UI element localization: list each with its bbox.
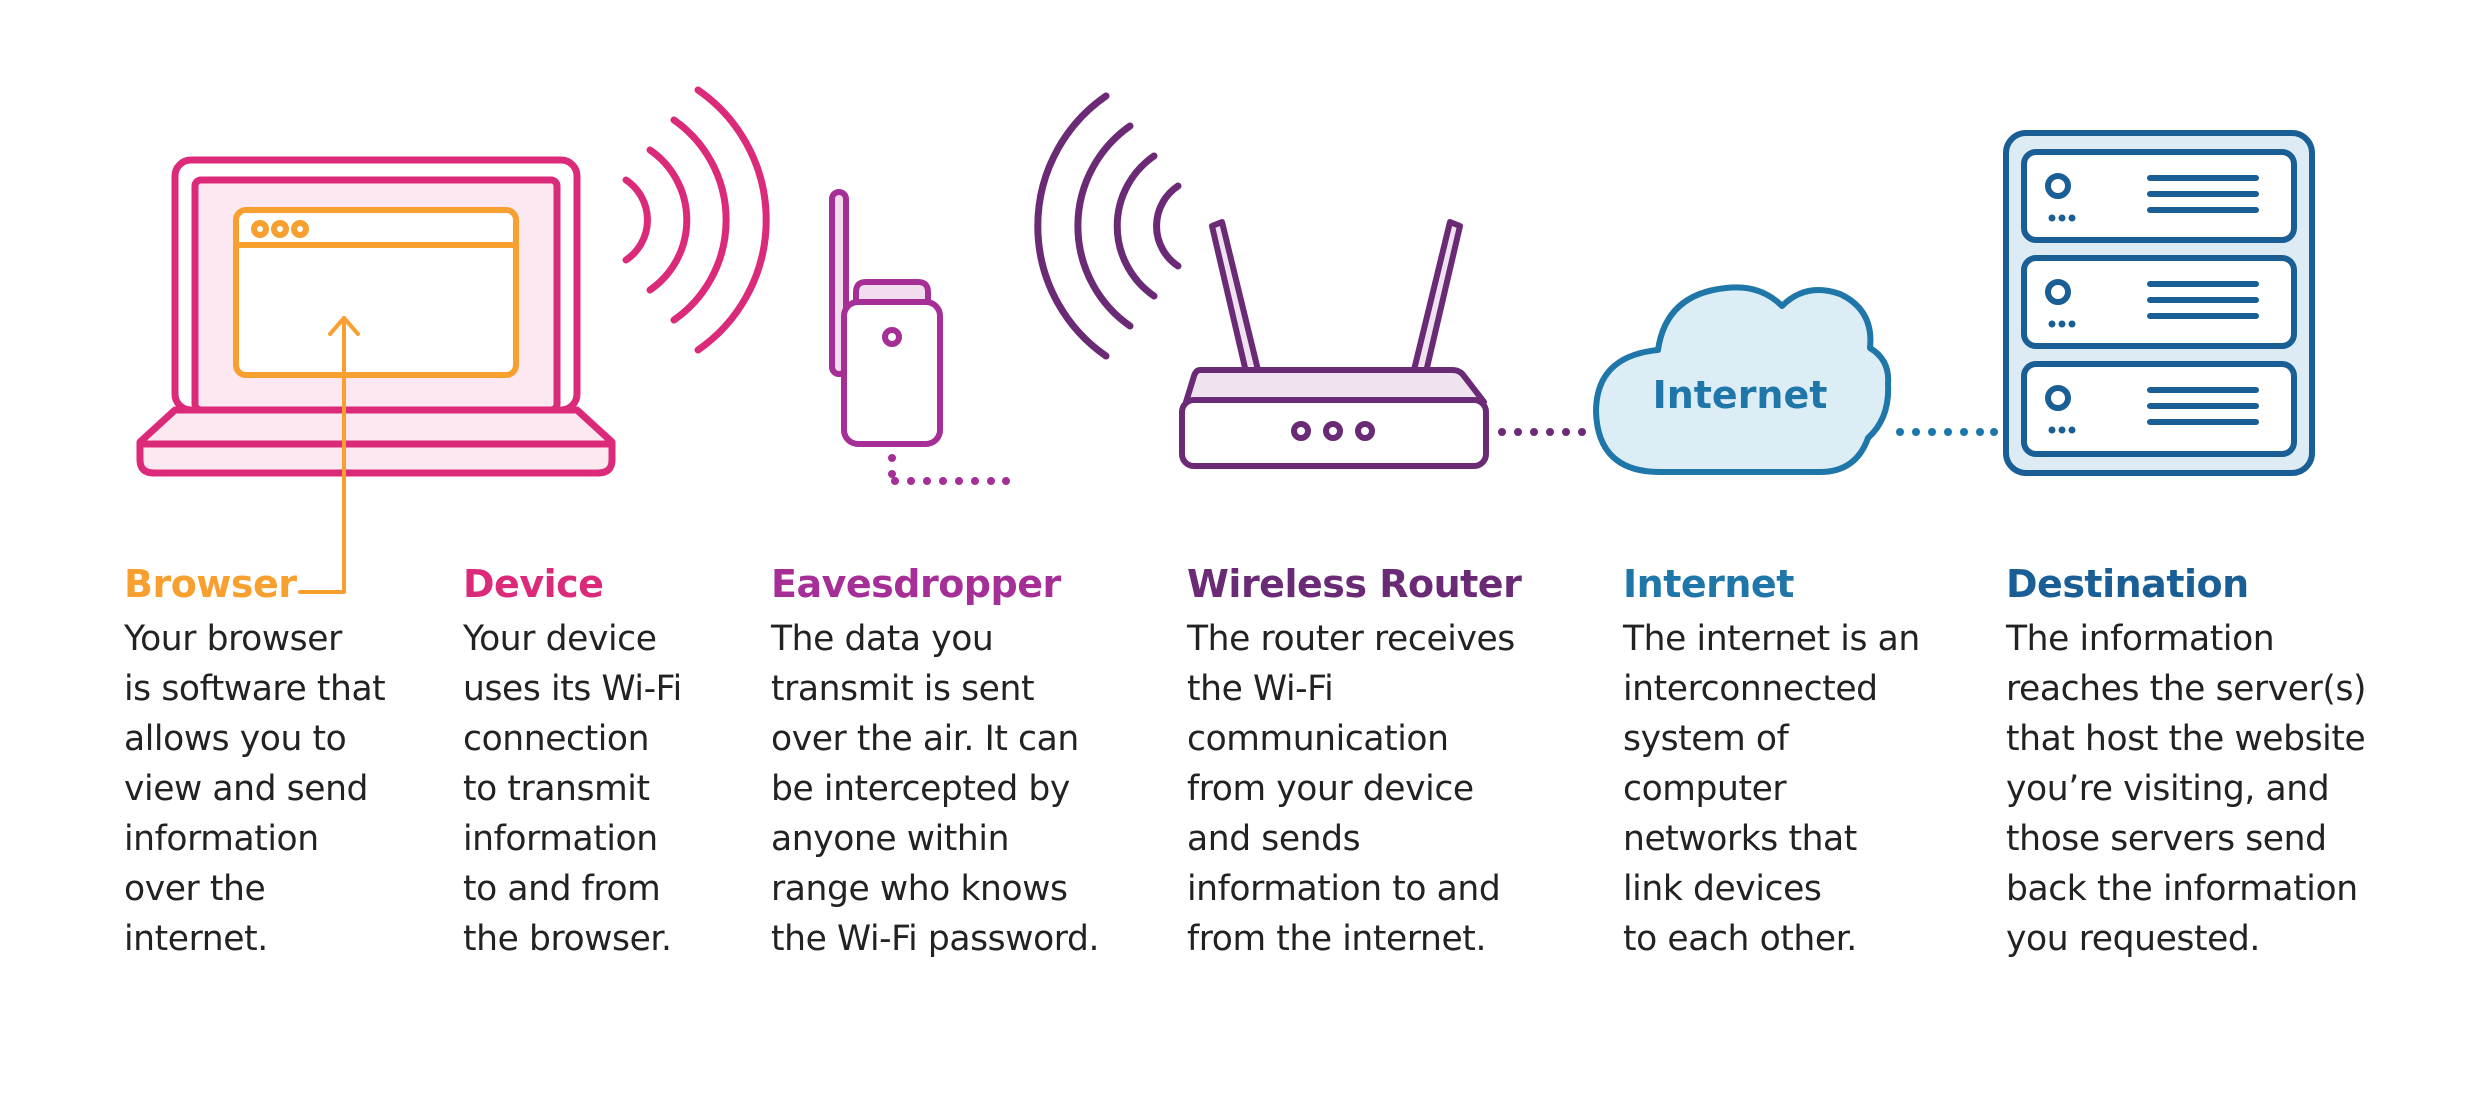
description-line: computer [1623, 769, 1787, 809]
router-internet-dotted-line [1498, 428, 1586, 436]
description-line: view and send [124, 769, 369, 809]
description-line: Your browser [124, 619, 342, 659]
eavesdropper-dotted-line [888, 454, 1010, 485]
description-line: reaches the server(s) [2006, 669, 2367, 709]
wireless-router-icon [1179, 219, 1489, 469]
description-line: to each other. [1623, 919, 1857, 959]
wifi-extender-icon [829, 189, 943, 447]
description-line: is software that [124, 669, 386, 709]
description-line: connection [463, 719, 650, 759]
description-destination: The information reaches the server(s) th… [2006, 614, 2366, 964]
description-line: allows you to [124, 719, 347, 759]
heading-destination: Destination [2006, 562, 2249, 606]
description-line: that host the website [2006, 719, 2366, 759]
description-line: The data you [771, 619, 994, 659]
server-indicator-dots [2048, 214, 2076, 434]
description-line: system of [1623, 719, 1789, 759]
device-wifi-waves-icon [622, 86, 770, 354]
description-line: Your device [463, 619, 657, 659]
column-browser: Browser Your browser is software that al… [124, 558, 386, 964]
cloud-label: Internet [1653, 373, 1828, 417]
description-line: from your device [1187, 769, 1474, 809]
description-line: The internet is an [1623, 619, 1920, 659]
description-line: transmit is sent [771, 669, 1035, 709]
description-line: over the air. It can [771, 719, 1079, 759]
column-eavesdropper: Eavesdropper The data you transmit is se… [771, 558, 1099, 964]
description-line: the Wi-Fi password. [771, 919, 1100, 959]
description-line: to transmit [463, 769, 650, 809]
description-line: The information [2006, 619, 2275, 659]
description-line: information [463, 819, 658, 859]
description-line: those servers send [2006, 819, 2327, 859]
column-internet: Internet The internet is an interconnect… [1623, 558, 1920, 964]
description-line: networks that [1623, 819, 1857, 859]
description-line: anyone within [771, 819, 1010, 859]
description-router: The router receives the Wi-Fi communicat… [1187, 614, 1521, 964]
description-line: uses its Wi-Fi [463, 669, 682, 709]
description-line: communication [1187, 719, 1449, 759]
description-line: interconnected [1623, 669, 1878, 709]
browser-window-icon [233, 207, 519, 378]
description-line: and sends [1187, 819, 1361, 859]
description-line: be intercepted by [771, 769, 1070, 809]
description-line: information [124, 819, 319, 859]
description-line: internet. [124, 919, 268, 959]
server-rack-icon [2003, 130, 2315, 476]
column-destination: Destination The information reaches the … [2006, 558, 2366, 964]
description-line: you requested. [2006, 919, 2260, 959]
heading-eavesdropper: Eavesdropper [771, 562, 1061, 606]
browser-pointer-arrow [298, 316, 360, 594]
description-line: the Wi-Fi [1187, 669, 1334, 709]
description-line: over the [124, 869, 266, 909]
description-eavesdropper: The data you transmit is sent over the a… [771, 614, 1099, 964]
description-internet: The internet is an interconnected system… [1623, 614, 1920, 964]
description-device: Your device uses its Wi-Fi connection to… [463, 614, 682, 964]
description-line: you’re visiting, and [2006, 769, 2330, 809]
description-line: from the internet. [1187, 919, 1487, 959]
column-router: Wireless Router The router receives the … [1187, 558, 1522, 964]
cloud-icon: Internet [1593, 284, 1892, 475]
router-wifi-waves-icon [1034, 92, 1182, 360]
heading-device: Device [463, 562, 604, 606]
heading-browser: Browser [124, 562, 297, 606]
description-line: information to and [1187, 869, 1501, 909]
description-line: back the information [2006, 869, 2358, 909]
heading-router: Wireless Router [1187, 562, 1522, 606]
description-line: to and from [463, 869, 661, 909]
description-line: link devices [1623, 869, 1822, 909]
description-line: range who knows [771, 869, 1068, 909]
heading-internet: Internet [1623, 562, 1794, 606]
description-browser: Your browser is software that allows you… [124, 614, 386, 964]
description-line: the browser. [463, 919, 672, 959]
description-line: The router receives [1187, 619, 1515, 659]
internet-destination-dotted-line [1896, 428, 1998, 436]
column-device: Device Your device uses its Wi-Fi connec… [463, 558, 682, 964]
